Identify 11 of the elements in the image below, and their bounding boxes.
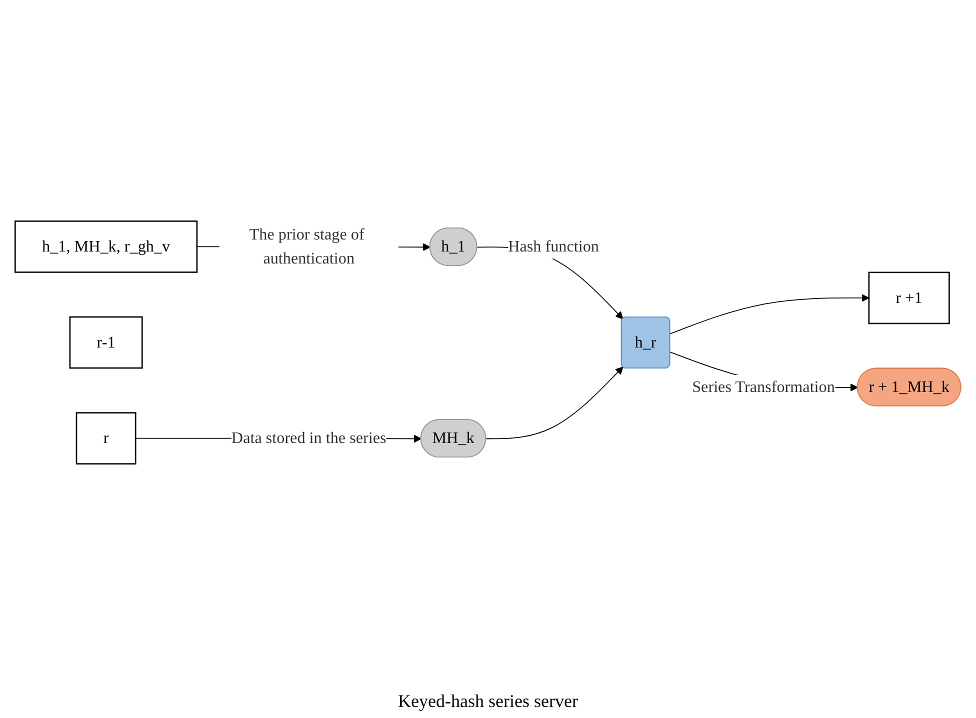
caption-text: Keyed-hash series server xyxy=(398,691,578,712)
node-box: r xyxy=(76,412,136,464)
node-box: h_1, MH_k, r_gh_v xyxy=(14,220,198,273)
arrow xyxy=(670,294,870,334)
edge-label: Hash function xyxy=(508,237,599,256)
node-box: r +1 xyxy=(868,272,950,324)
node-box: r-1 xyxy=(69,316,143,369)
arrow xyxy=(486,366,624,440)
edge-label: Data stored in the series xyxy=(231,428,386,447)
edge-label: The prior stage of authentication xyxy=(249,225,364,268)
edge-label: Series Transformation xyxy=(692,378,835,396)
